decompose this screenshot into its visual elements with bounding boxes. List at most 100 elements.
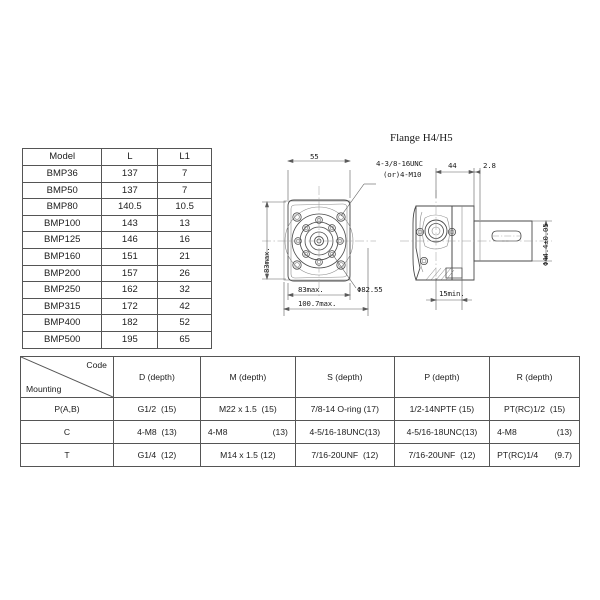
mount-header-m: M (depth) xyxy=(199,356,296,398)
spec-text: 4-M8 xyxy=(207,427,228,437)
l1-cell: 7 xyxy=(157,181,212,200)
spec-text: 7/8-14 O-ring xyxy=(310,404,362,414)
spec-cell-r: PT(RC)1/2 (15) xyxy=(489,397,580,421)
l-cell: 146 xyxy=(101,231,159,249)
corner-label-mounting: Mounting xyxy=(26,384,62,394)
model-table-header-model: Model xyxy=(21,148,103,166)
dimension-bolt-circle: Φ82.55 xyxy=(357,285,383,294)
spec-cell-d: G1/2 (15) xyxy=(112,397,201,421)
l-cell: 140.5 xyxy=(101,198,159,216)
spec-cell-s: 7/16-20UNF (12) xyxy=(294,443,395,467)
mount-header-p: P (depth) xyxy=(393,356,491,398)
corner-label-code: Code xyxy=(86,360,107,370)
mount-table-header-row: Code Mounting D (depth) M (depth) S (dep… xyxy=(20,356,580,398)
mount-header-s: S (depth) xyxy=(294,356,395,398)
dimension-83max-height: 83max. xyxy=(262,247,271,274)
table-row: BMP200 157 26 xyxy=(21,264,212,283)
l1-cell: 42 xyxy=(157,297,212,316)
model-cell: BMP125 xyxy=(21,231,103,249)
table-row: BMP50 137 7 xyxy=(21,181,212,200)
table-row: BMP160 151 21 xyxy=(21,247,212,266)
spec-depth: (15) xyxy=(458,404,475,414)
spec-depth: (13) xyxy=(272,427,288,437)
mount-table-body: Code Mounting D (depth) M (depth) S (dep… xyxy=(20,356,580,467)
table-row: BMP100 143 13 xyxy=(21,214,212,233)
spec-depth: (12) xyxy=(260,450,276,460)
spec-depth: (12) xyxy=(362,450,379,460)
spec-text: 4-5/16-18UNC xyxy=(406,427,462,437)
model-table-header-l: L xyxy=(101,148,159,166)
l1-cell: 52 xyxy=(157,314,212,332)
flange-technical-drawing: Flange H4/H5 xyxy=(240,128,595,333)
spec-text: G1/4 xyxy=(137,450,157,460)
spec-text: 4-M8 xyxy=(497,427,517,437)
drawing-svg xyxy=(262,158,552,316)
dimension-15min: 15min. xyxy=(439,289,465,298)
mounting-code-table: Code Mounting D (depth) M (depth) S (dep… xyxy=(20,356,580,467)
dimension-shaft-diameter: Φ44.4±0.05 xyxy=(541,223,550,267)
l1-cell: 26 xyxy=(157,264,212,283)
spec-depth: (15) xyxy=(261,404,277,414)
l-cell: 172 xyxy=(101,297,159,316)
spec-depth: (17) xyxy=(363,404,379,414)
l1-cell: 16 xyxy=(157,231,212,249)
spec-text: 7/16-20UNF xyxy=(408,450,456,460)
table-row: BMP36 137 7 xyxy=(21,165,212,183)
table-row: BMP250 162 32 xyxy=(21,281,212,299)
spec-cell-r: 4-M8(13) xyxy=(489,420,580,444)
mounting-code-cell: P(A,B) xyxy=(20,397,114,421)
spec-depth: (9.7) xyxy=(554,450,572,460)
model-cell: BMP36 xyxy=(21,165,103,183)
table-row: T G1/4 (12) M14 x 1.5 (12) 7/16-20UNF (1… xyxy=(20,443,580,467)
spec-depth: (15) xyxy=(160,404,177,414)
spec-depth: (13) xyxy=(161,427,177,437)
model-table-body: Model L L1 BMP36 137 7 BMP50 137 7 BMP80… xyxy=(21,148,212,349)
spec-cell-m: 4-M8 (13) xyxy=(199,420,296,444)
l-cell: 162 xyxy=(101,281,159,299)
l-cell: 143 xyxy=(101,214,159,233)
model-cell: BMP50 xyxy=(21,181,103,200)
diagonal-divider-icon xyxy=(21,357,113,397)
mount-header-d: D (depth) xyxy=(112,356,201,398)
l1-cell: 32 xyxy=(157,281,212,299)
spec-cell-r: PT(RC)1/4 (9.7) xyxy=(489,443,580,467)
spec-cell-d: 4-M8 (13) xyxy=(112,420,201,444)
table-row: BMP80 140.5 10.5 xyxy=(21,198,212,216)
mount-header-r: R (depth) xyxy=(489,356,580,398)
mounting-code-cell: T xyxy=(20,443,114,467)
model-cell: BMP250 xyxy=(21,281,103,299)
table-row: BMP500 195 65 xyxy=(21,330,212,349)
spec-text: PT(RC)1/4 xyxy=(497,450,539,460)
spec-text: 4-M8 xyxy=(137,427,157,437)
dimension-2-8: 2.8 xyxy=(483,161,496,170)
model-cell: BMP315 xyxy=(21,297,103,316)
spec-text: 4-5/16-18UNC xyxy=(309,427,365,437)
callout-thread-line1: 4-3/8-16UNC xyxy=(376,159,423,168)
spec-depth: (12) xyxy=(160,450,177,460)
dimension-55: 55 xyxy=(310,152,319,161)
mounting-code-corner-cell: Code Mounting xyxy=(20,356,114,398)
spec-cell-p: 7/16-20UNF (12) xyxy=(393,443,491,467)
table-row: BMP315 172 42 xyxy=(21,297,212,316)
model-cell: BMP80 xyxy=(21,198,103,216)
spec-cell-s: 4-5/16-18UNC(13) xyxy=(294,420,395,444)
mounting-code-cell: C xyxy=(20,420,114,444)
spec-depth: (12) xyxy=(460,450,476,460)
spec-text: M22 x 1.5 xyxy=(218,404,257,414)
l1-cell: 10.5 xyxy=(157,198,212,216)
spec-depth: (15) xyxy=(549,404,566,414)
model-cell: BMP400 xyxy=(21,314,103,332)
spec-cell-m: M14 x 1.5 (12) xyxy=(199,443,296,467)
l-cell: 151 xyxy=(101,247,159,266)
spec-text: G1/2 xyxy=(137,404,157,414)
spec-text: M14 x 1.5 xyxy=(220,450,258,460)
l-cell: 137 xyxy=(101,181,159,200)
model-table-header-row: Model L L1 xyxy=(21,148,212,166)
l1-cell: 21 xyxy=(157,247,212,266)
spec-cell-s: 7/8-14 O-ring (17) xyxy=(294,397,395,421)
dimension-44: 44 xyxy=(448,161,457,170)
dimension-100-7max: 100.7max. xyxy=(298,299,337,308)
spec-text: 1/2-14NPTF xyxy=(409,404,457,414)
model-cell: BMP200 xyxy=(21,264,103,283)
dimension-83max-width: 83max. xyxy=(298,285,324,294)
